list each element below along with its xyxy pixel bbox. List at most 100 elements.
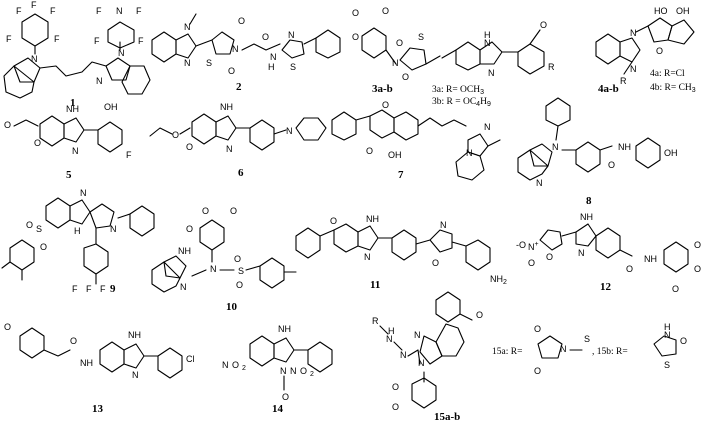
- atom-o: O: [4, 322, 11, 332]
- compound-7: O O OH N N 7: [331, 100, 501, 181]
- compound-label-8: 8: [586, 195, 592, 207]
- atom-o-neg: -O: [516, 240, 526, 250]
- compound-8: N N O NH OH 8: [517, 97, 678, 207]
- compound-label-10: 10: [226, 301, 238, 313]
- compound-label-3: 3a-b: [372, 83, 393, 95]
- atom-o: O: [4, 120, 11, 130]
- atom-ho: HO: [654, 6, 668, 16]
- atom-f: F: [16, 6, 22, 16]
- atom-s: S: [238, 266, 244, 276]
- atom-n: N: [664, 330, 671, 340]
- compound-10: O O O N NH N S O O 10: [151, 206, 297, 313]
- atom-n: N: [31, 54, 38, 64]
- atom-r: R: [548, 62, 555, 72]
- compound-12: -O N+ O O NH N O NH O O O 12: [516, 212, 701, 294]
- atom-nh: NH: [644, 254, 657, 264]
- atom-o: O: [396, 38, 403, 48]
- atom-nh2: NH2: [490, 274, 507, 286]
- compound-label-11: 11: [370, 279, 380, 291]
- atom-n: N: [222, 360, 229, 370]
- compound-4: N N R HO OH O 4a-b 4a: R=Cl 4b: R= CH3: [595, 6, 696, 95]
- atom-n: N: [280, 366, 287, 376]
- atom-s: S: [418, 32, 424, 42]
- atom-o: O: [540, 20, 547, 30]
- atom-nh: NH: [128, 330, 141, 340]
- r-note-3a: 3a: R= OCH3: [432, 85, 484, 96]
- atom-nh: NH: [80, 358, 93, 368]
- atom-n: N: [110, 224, 117, 234]
- compound-label-7: 7: [398, 169, 404, 181]
- atom-s: S: [36, 224, 42, 234]
- atom-n: N: [232, 44, 239, 54]
- atom-o: O: [230, 206, 237, 216]
- atom-n: N: [560, 344, 567, 354]
- compound-label-14: 14: [272, 403, 284, 415]
- compound-label-4: 4a-b: [598, 83, 619, 95]
- atom-o: O: [476, 310, 483, 320]
- atom-h: H: [74, 226, 81, 236]
- atom-f: F: [6, 34, 12, 44]
- compound-13: O O NH NH N Cl 13: [4, 322, 195, 415]
- atom-o: O: [228, 66, 235, 76]
- atom-o: O: [352, 8, 359, 18]
- atom-o: O: [282, 392, 289, 402]
- compound-label-15: 15a-b: [434, 411, 460, 423]
- atom-n: N: [96, 76, 103, 86]
- atom-nh: NH: [278, 324, 291, 334]
- atom-nh: NH: [580, 212, 593, 222]
- atom-o: O: [352, 32, 359, 42]
- atom-h: H: [388, 326, 395, 336]
- compound-label-12: 12: [600, 281, 612, 293]
- atom-f: F: [126, 150, 132, 160]
- atom-n: N: [118, 48, 125, 58]
- atom-o: O: [186, 142, 193, 152]
- atom-s: S: [206, 58, 212, 68]
- atom-n: N: [440, 220, 447, 230]
- atom-s: S: [290, 62, 296, 72]
- compound-label-9: 9: [110, 283, 116, 295]
- compound-11: O NH N N O NH2 11: [295, 214, 507, 291]
- atom-o: O: [534, 324, 541, 334]
- compound-6: O O NH N N 6: [149, 102, 327, 179]
- atom-n: N: [578, 248, 585, 258]
- atom-n: N: [226, 144, 233, 154]
- atom-f: F: [86, 284, 92, 294]
- atom-o: O: [26, 220, 33, 230]
- atom-n: N: [484, 122, 491, 132]
- atom-n: N: [552, 142, 559, 152]
- atom-n: N: [72, 146, 79, 156]
- compound-5: O O NH N OH F 5: [4, 102, 132, 181]
- atom-o: O: [202, 206, 209, 216]
- atom-o: O: [300, 366, 307, 376]
- atom-n: N: [288, 30, 295, 40]
- atom-s: S: [584, 334, 590, 344]
- subscript-2: 2: [310, 371, 314, 378]
- atom-o: O: [172, 130, 179, 140]
- compound-label-13: 13: [92, 403, 104, 415]
- atom-h: H: [484, 30, 491, 40]
- atom-o: O: [432, 258, 439, 268]
- compound-2: N N S O O N O N H S N 2: [151, 13, 341, 93]
- atom-o: O: [534, 366, 541, 376]
- atom-o: O: [382, 100, 389, 110]
- atom-n: N: [418, 358, 425, 368]
- atom-nh: NH: [618, 142, 631, 152]
- atom-o: O: [392, 402, 399, 412]
- atom-cl: Cl: [186, 354, 195, 364]
- atom-f: F: [54, 34, 60, 44]
- atom-n: N: [184, 22, 191, 32]
- atom-n: N: [286, 126, 293, 136]
- compound-15: R N H N O N N O O 15a-b 15a: R= O O N S …: [372, 291, 687, 423]
- r-note-15a: 15a: R=: [492, 347, 522, 357]
- atom-f: F: [136, 6, 142, 16]
- compound-label-5: 5: [66, 169, 72, 181]
- atom-o: O: [262, 32, 269, 42]
- r-note-15b: , 15b: R=: [592, 347, 628, 357]
- r-note-4b: 4b: R= CH3: [650, 83, 696, 94]
- atom-o: O: [232, 360, 239, 370]
- atom-n: N: [484, 38, 491, 48]
- atom-o: O: [238, 16, 245, 26]
- atom-n: N: [80, 188, 87, 198]
